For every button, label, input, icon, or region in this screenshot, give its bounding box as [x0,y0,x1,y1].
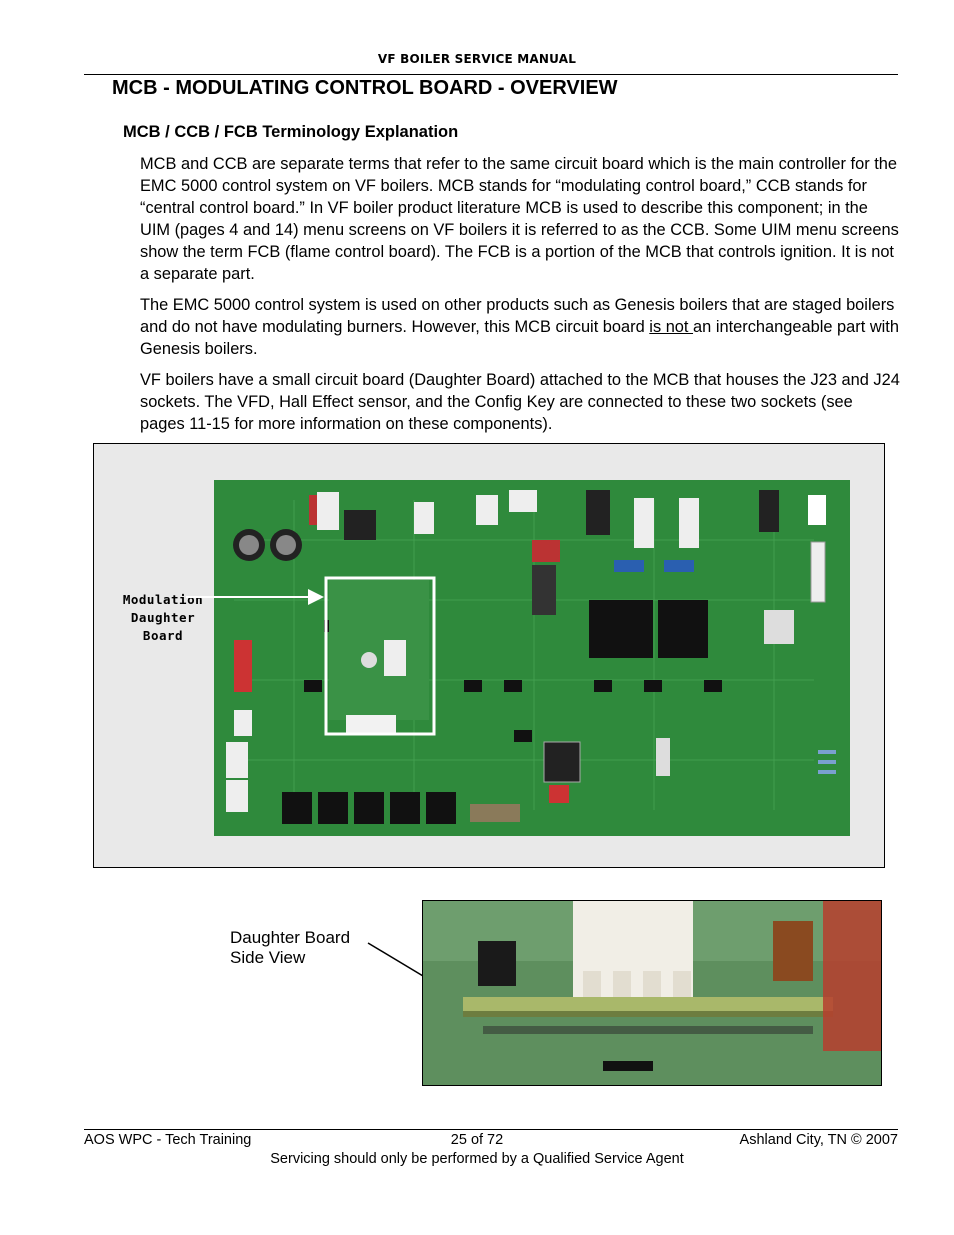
side-view-label-line-1: Daughter Board [230,928,351,947]
header-divider [84,74,898,75]
section-heading: MCB / CCB / FCB Terminology Explanation [123,123,459,141]
paragraph-genesis-text-end: an interchangeable part with Genesis boi… [140,318,899,358]
mcb-board-photo [214,480,850,836]
callout-line-1: Modulation [122,592,204,607]
paragraph-daughter-board: VF boilers have a small circuit board (D… [140,371,900,433]
page-number: 25 of 72 [450,1132,504,1148]
callout-line-2: Daughter [130,610,196,625]
footer-divider [84,1129,898,1130]
side-view-illustration [423,901,881,1085]
paragraph-genesis: The EMC 5000 control system is used on o… [140,294,900,360]
pcb-illustration [214,480,850,836]
paragraph-genesis-emphasis: is not [649,318,694,336]
modulation-daughter-board-callout: Modulation Daughter Board [108,591,218,645]
manual-title: VF BOILER SERVICE MANUAL [377,52,577,66]
side-view-label: Daughter Board Side View [230,928,350,968]
paragraph-genesis-text: The EMC 5000 control system is used on o… [140,296,895,336]
callout-line-3: Board [142,628,184,643]
service-notice: Servicing should only be performed by a … [270,1151,684,1167]
paragraph-terminology: MCB and CCB are separate terms that refe… [140,155,899,283]
side-view-label-line-2: Side View [230,948,306,967]
footer-left-text: AOS WPC - Tech Training [84,1132,252,1148]
page-title: MCB - MODULATING CONTROL BOARD - OVERVIE… [112,77,618,99]
daughter-board-side-photo [422,900,882,1086]
footer-right-text: Ashland City, TN © 2007 [739,1132,898,1148]
